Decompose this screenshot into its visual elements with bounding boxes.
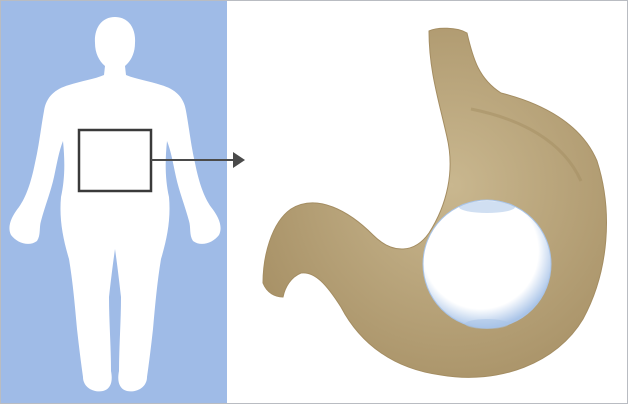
body-panel bbox=[1, 1, 227, 404]
stomach-panel bbox=[227, 1, 628, 404]
arrow-right-icon bbox=[233, 152, 245, 168]
gastric-balloon-icon bbox=[423, 200, 551, 328]
body-illustration bbox=[1, 1, 227, 404]
stomach-illustration bbox=[227, 1, 628, 404]
balloon-shadow bbox=[465, 319, 509, 329]
stomach-icon bbox=[263, 28, 606, 377]
balloon-highlight bbox=[459, 201, 515, 213]
